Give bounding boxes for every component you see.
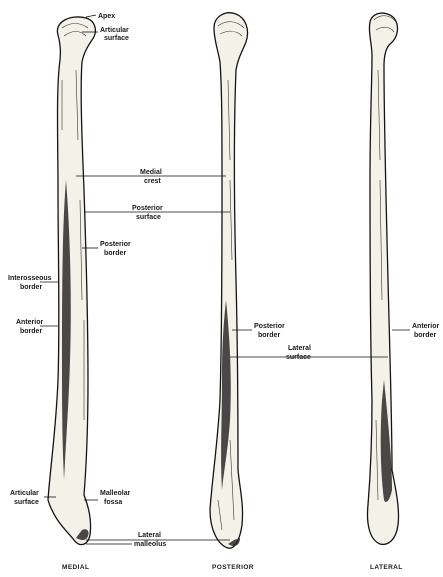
fibula-medial-view [48,17,95,545]
fibula-lateral-view [368,13,399,544]
caption-medial: MEDIAL [62,564,89,571]
label-anterior-border-medial-l1: Anterior [16,319,44,326]
fibula-posterior-view [210,13,248,548]
label-anterior-border-lateral-l1: Anterior [412,323,440,330]
label-posterior-border-medial-l1: Posterior [100,241,131,248]
label-posterior-border-post-l2: border [258,332,280,339]
label-apex: Apex [98,13,115,20]
label-posterior-border-medial-l2: border [104,250,126,257]
label-articular-surface-top-l2: surface [104,35,129,42]
label-posterior-surface-l2: surface [136,214,161,221]
label-posterior-border-post-l1: Posterior [254,323,285,330]
label-articular-surface-top-l1: Articular [100,27,129,34]
label-lateral-malleolus-l1: Lateral [138,532,161,539]
label-medial-crest-l2: crest [144,178,161,185]
label-malleolar-fossa-l2: fossa [104,499,122,506]
label-articular-surface-bottom-l1: Articular [10,490,39,497]
label-anterior-border-medial-l2: border [20,328,42,335]
label-lateral-surface-l1: Lateral [288,345,311,352]
label-malleolar-fossa-l1: Malleolar [100,490,131,497]
label-lateral-malleolus-l2: malleolus [134,541,166,548]
label-posterior-surface-l1: Posterior [132,205,163,212]
view-captions: MEDIAL POSTERIOR LATERAL [62,564,403,571]
label-anterior-border-lateral-l2: border [414,332,436,339]
label-lateral-surface-l2: surface [286,354,311,361]
label-interosseous-border-l2: border [20,284,42,291]
label-articular-surface-bottom-l2: surface [14,499,39,506]
label-interosseous-border-l1: Interosseous [8,275,52,282]
caption-posterior: POSTERIOR [212,564,254,571]
label-medial-crest-l1: Medial [140,169,162,176]
caption-lateral: LATERAL [370,564,403,571]
